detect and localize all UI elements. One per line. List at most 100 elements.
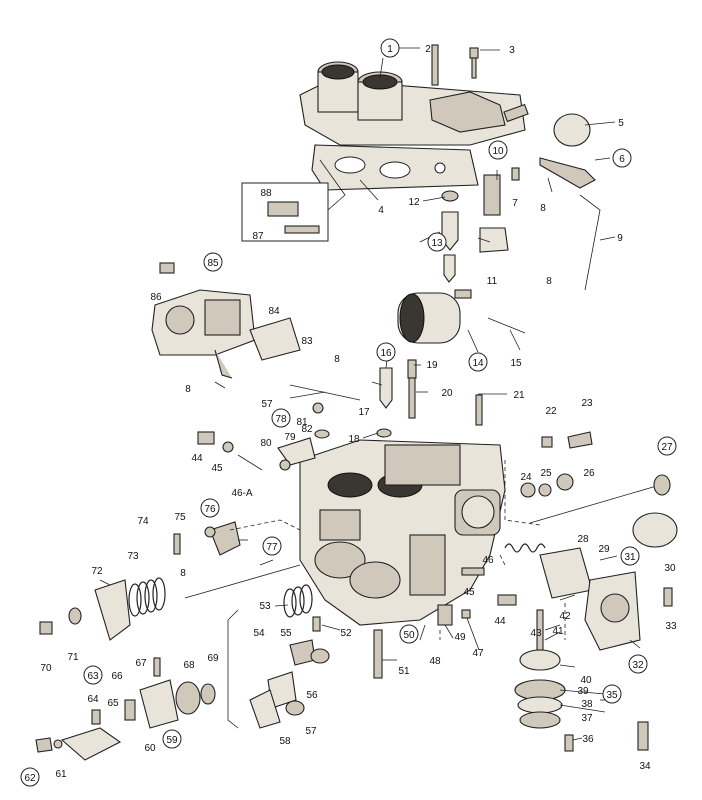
- label-10: 10: [492, 146, 504, 157]
- rod-83: [289, 384, 361, 401]
- label-72: 72: [91, 566, 103, 577]
- label-6: 6: [619, 154, 625, 165]
- label-69: 69: [207, 653, 219, 664]
- label-70: 70: [40, 663, 52, 674]
- label-25: 25: [540, 468, 552, 479]
- label-30: 30: [664, 563, 676, 574]
- fuel-pump-85: [151, 289, 256, 379]
- label-46: 46: [482, 555, 494, 566]
- jet-19: [407, 359, 417, 379]
- label-59: 59: [166, 735, 178, 746]
- label-44-b: 44: [494, 616, 506, 627]
- label-79: 79: [284, 432, 296, 443]
- label-24: 24: [520, 472, 532, 483]
- label-84: 84: [268, 306, 280, 317]
- label-23: 23: [581, 398, 593, 409]
- lever-72: [94, 579, 131, 641]
- label-14: 14: [472, 358, 484, 369]
- label-45-a: 45: [211, 463, 223, 474]
- label-31: 31: [624, 552, 636, 563]
- label-1: 1: [387, 44, 393, 55]
- label-50: 50: [403, 630, 415, 641]
- label-21: 21: [513, 390, 525, 401]
- label-28: 28: [577, 534, 589, 545]
- cover-31: [539, 547, 593, 599]
- lever-64: [60, 727, 122, 761]
- label-48: 48: [429, 656, 441, 667]
- label-4: 4: [378, 205, 384, 216]
- tube-20: [408, 377, 416, 419]
- spring-53: [283, 584, 313, 618]
- label-45-b: 45: [463, 587, 475, 598]
- rod-51: [373, 629, 383, 679]
- label-8-d: 8: [334, 354, 340, 365]
- screw-86: [159, 262, 175, 274]
- label-11: 11: [487, 276, 498, 287]
- label-85: 85: [207, 258, 219, 269]
- label-78: 78: [275, 414, 287, 425]
- spring-28: [504, 543, 546, 553]
- label-27: 27: [661, 442, 673, 453]
- screw-3: [469, 47, 479, 79]
- label-36: 36: [582, 734, 594, 745]
- label-42: 42: [559, 611, 571, 622]
- label-5: 5: [618, 118, 624, 129]
- filter-10: [483, 174, 501, 216]
- label-15: 15: [510, 358, 522, 369]
- washer-12: [441, 190, 459, 202]
- label-56: 56: [306, 690, 318, 701]
- label-3: 3: [509, 45, 515, 56]
- label-68: 68: [183, 660, 195, 671]
- lever-6: [539, 157, 596, 189]
- label-46-A: 46-A: [231, 488, 252, 499]
- label-65: 65: [107, 698, 119, 709]
- label-38: 38: [581, 699, 593, 710]
- label-33: 33: [665, 621, 677, 632]
- spring-73: [128, 577, 166, 617]
- label-20: 20: [441, 388, 453, 399]
- jet-17: [379, 367, 393, 409]
- carburetor-body: [299, 439, 506, 626]
- label-8-a: 8: [540, 203, 546, 214]
- plate-30: [632, 512, 678, 548]
- label-32: 32: [632, 660, 644, 671]
- label-57-a: 57: [261, 399, 273, 410]
- label-54: 54: [253, 628, 265, 639]
- label-64: 64: [87, 694, 99, 705]
- label-71: 71: [67, 652, 79, 663]
- label-63: 63: [87, 671, 99, 682]
- gasket-84: [249, 317, 301, 361]
- label-8-b: 8: [546, 276, 552, 287]
- label-12: 12: [408, 197, 420, 208]
- rod-54: [227, 609, 239, 729]
- label-75: 75: [174, 512, 186, 523]
- label-73: 73: [127, 551, 139, 562]
- float-14: [397, 289, 472, 344]
- label-76: 76: [204, 504, 216, 515]
- label-60: 60: [144, 743, 156, 754]
- label-74: 74: [137, 516, 149, 527]
- label-57-b: 57: [305, 726, 317, 737]
- label-16: 16: [380, 348, 392, 359]
- label-17: 17: [358, 407, 370, 418]
- label-circles: [20, 38, 677, 787]
- label-8-c: 8: [185, 384, 191, 395]
- label-51: 51: [398, 666, 410, 677]
- label-87: 87: [252, 231, 264, 242]
- label-35: 35: [606, 690, 618, 701]
- label-7: 7: [512, 198, 518, 209]
- shaft-27: [529, 484, 661, 524]
- jet-21: [475, 394, 483, 426]
- label-77: 77: [266, 542, 278, 553]
- label-19: 19: [426, 360, 438, 371]
- part-87: [284, 225, 320, 234]
- part-88: [267, 201, 299, 217]
- label-40: 40: [580, 675, 592, 686]
- label-61: 61: [55, 769, 67, 780]
- label-9: 9: [617, 233, 623, 244]
- top-cover: [299, 61, 529, 146]
- label-47: 47: [472, 648, 484, 659]
- leader-lines: [99, 47, 641, 741]
- label-43: 43: [530, 628, 542, 639]
- label-55: 55: [280, 628, 292, 639]
